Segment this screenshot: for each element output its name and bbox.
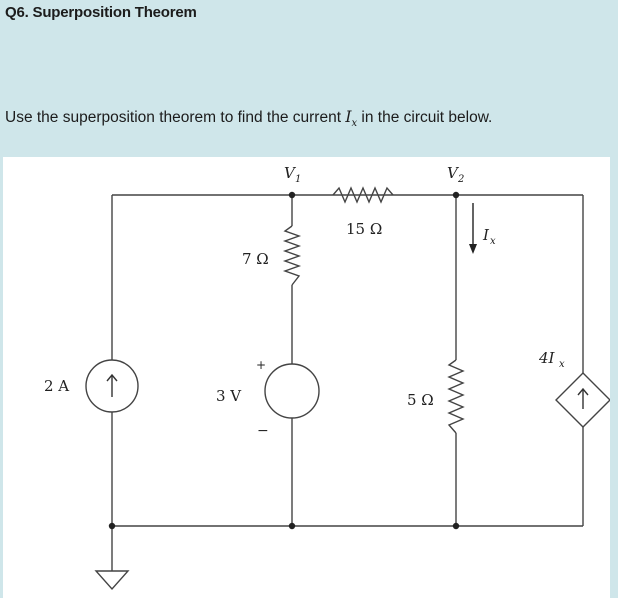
label-15-ohm: 15 Ω	[346, 220, 382, 238]
question-title: Q6. Superposition Theorem	[5, 4, 197, 21]
question-text-after: in the circuit below.	[357, 109, 493, 126]
resistor-15-ohm	[332, 186, 394, 204]
question-text-before: Use the superposition theorem to find th…	[5, 109, 346, 126]
resistor-5-ohm	[447, 359, 465, 434]
minus-sign: −	[257, 423, 269, 439]
label-ix: I	[482, 226, 490, 244]
circuit-figure: V 1 V 2 15 Ω 7 Ω 5 Ω 2 A 3 V + − I x 4I …	[3, 157, 610, 598]
resistor-7-ohm	[282, 225, 302, 286]
label-3v: 3 V	[216, 387, 242, 405]
node-dots	[108, 191, 460, 530]
question-text: Use the superposition theorem to find th…	[5, 108, 492, 129]
node-dot	[452, 522, 460, 530]
ground-icon	[94, 570, 130, 591]
circuit-diagram: V 1 V 2 15 Ω 7 Ω 5 Ω 2 A 3 V + − I x 4I …	[44, 164, 610, 591]
wires	[111, 194, 584, 583]
current-source	[85, 359, 139, 413]
current-arrow-icon	[469, 203, 477, 254]
node-dot	[108, 522, 116, 530]
node-dot	[288, 522, 296, 530]
node-label-v2: V	[447, 164, 460, 182]
label-4ix: 4I	[538, 349, 556, 367]
label-5-ohm: 5 Ω	[407, 391, 434, 409]
node-dot	[452, 191, 460, 199]
node-label-v2-sub: 2	[457, 174, 464, 185]
node-label-v1: V	[284, 164, 297, 182]
plus-sign: +	[256, 358, 266, 372]
dependent-current-source	[555, 372, 610, 428]
label-ix-sub: x	[490, 236, 496, 247]
node-label-v1-sub: 1	[295, 174, 301, 185]
label-4ix-sub: x	[559, 359, 565, 370]
label-7-ohm: 7 Ω	[242, 250, 269, 268]
voltage-source	[264, 363, 320, 419]
label-2a: 2 A	[44, 377, 69, 395]
node-dot	[288, 191, 296, 199]
current-variable: Ix	[345, 108, 358, 130]
